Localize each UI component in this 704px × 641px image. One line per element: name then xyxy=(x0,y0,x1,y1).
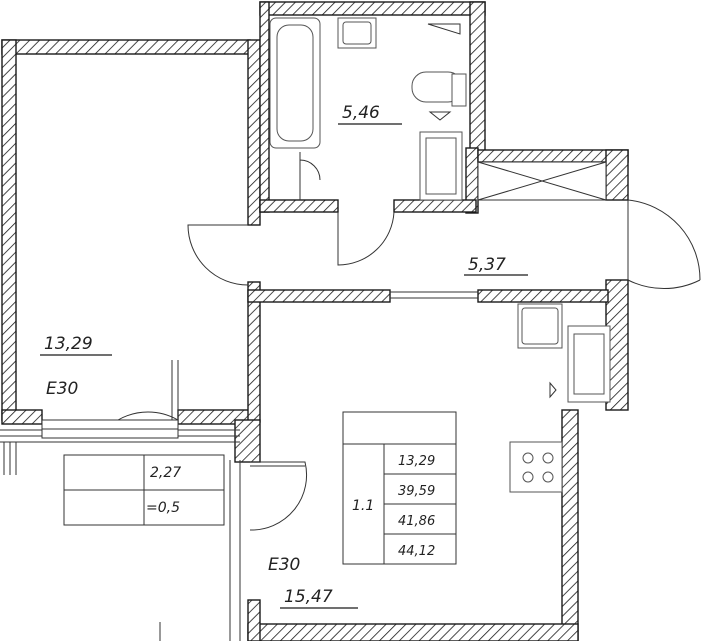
windows xyxy=(41,161,607,439)
summary-value-total-area: 39,59 xyxy=(398,484,435,499)
summary-value-area-full: 44,12 xyxy=(398,544,435,559)
summary-value-area-with-balcony: 41,86 xyxy=(398,514,435,529)
living-fire-rating: E30 xyxy=(268,555,300,575)
apartment-type: 1.1 xyxy=(352,498,374,514)
wall-bedroom-bottom-left xyxy=(1,409,43,425)
door-entrance xyxy=(627,199,701,289)
summary-table xyxy=(342,411,457,565)
doors xyxy=(117,199,701,531)
door-bedroom xyxy=(187,224,249,286)
wall-hall-right xyxy=(605,149,629,201)
wall-bedroom-right-upper xyxy=(247,39,261,226)
stove xyxy=(509,441,563,493)
wall-bedroom-top xyxy=(1,39,251,55)
wall-bath-top xyxy=(259,1,486,16)
wall-living-top-left xyxy=(247,289,391,303)
wall-bath-bottom-left xyxy=(259,199,339,213)
wall-living-top-right xyxy=(477,289,609,303)
hall-area: 5,37 xyxy=(468,255,506,275)
bathroom-fixtures xyxy=(269,17,467,201)
living-area: 15,47 xyxy=(284,587,333,607)
walls xyxy=(1,1,629,641)
wall-bath-right xyxy=(469,1,486,163)
wall-living-right xyxy=(561,409,579,641)
balcony xyxy=(0,429,241,641)
wall-bedroom-left xyxy=(1,39,17,421)
wall-bath-bottom-right xyxy=(393,199,477,213)
door-balcony-bedroom xyxy=(117,360,179,421)
door-bathroom xyxy=(337,211,395,266)
wall-bath-left xyxy=(259,1,270,213)
summary-value-living-area: 13,29 xyxy=(398,454,435,469)
bedroom-area: 13,29 xyxy=(44,334,93,354)
kitchen-fixtures xyxy=(509,303,611,493)
wall-bedroom-right-lower xyxy=(247,281,261,423)
door-balcony-living xyxy=(249,461,308,531)
wall-living-left-lower xyxy=(247,599,261,641)
wall-living-left-upper xyxy=(234,419,261,463)
bathroom-area: 5,46 xyxy=(342,103,380,123)
balcony-coefficient: =0,5 xyxy=(146,500,180,516)
bedroom-fire-rating: E30 xyxy=(46,379,78,399)
wall-living-bottom xyxy=(247,623,579,641)
balcony-area: 2,27 xyxy=(150,465,181,481)
label-underlines xyxy=(40,123,528,609)
